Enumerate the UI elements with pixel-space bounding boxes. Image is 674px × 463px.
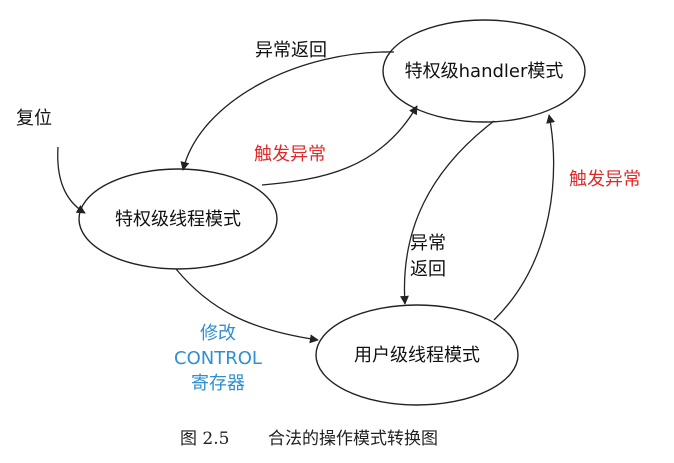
node-handler-mode-label: 特权级handler模式 <box>405 61 564 82</box>
figure-title: 合法的操作模式转换图 <box>268 429 438 449</box>
edge-priv-to-user <box>175 268 319 344</box>
edge-handler-to-priv <box>180 51 395 171</box>
node-user-thread-label: 用户级线程模式 <box>354 345 480 366</box>
edge-handler-to-user <box>399 120 495 305</box>
label-trigger-exception-right: 触发异常 <box>569 169 641 190</box>
label-exception-return-top: 异常返回 <box>255 40 327 61</box>
edge-reset <box>57 146 86 214</box>
node-handler-mode <box>382 19 586 123</box>
node-priv-thread-label: 特权级线程模式 <box>115 209 241 230</box>
node-priv-thread <box>78 168 278 270</box>
edge-priv-to-handler <box>261 105 418 186</box>
edge-user-to-handler <box>493 114 555 321</box>
figure-number: 图 2.5 <box>180 429 229 449</box>
label-exception-return-vertical-line1: 异常 <box>410 233 446 254</box>
label-modify-control-line1: 修改 <box>200 323 236 344</box>
label-modify-control-line3: 寄存器 <box>191 373 245 394</box>
label-reset: 复位 <box>16 108 52 129</box>
label-modify-control-line2: CONTROL <box>174 348 262 369</box>
label-exception-return-vertical-line2: 返回 <box>410 259 446 280</box>
node-user-thread <box>315 304 519 406</box>
label-trigger-exception-middle: 触发异常 <box>254 144 326 165</box>
